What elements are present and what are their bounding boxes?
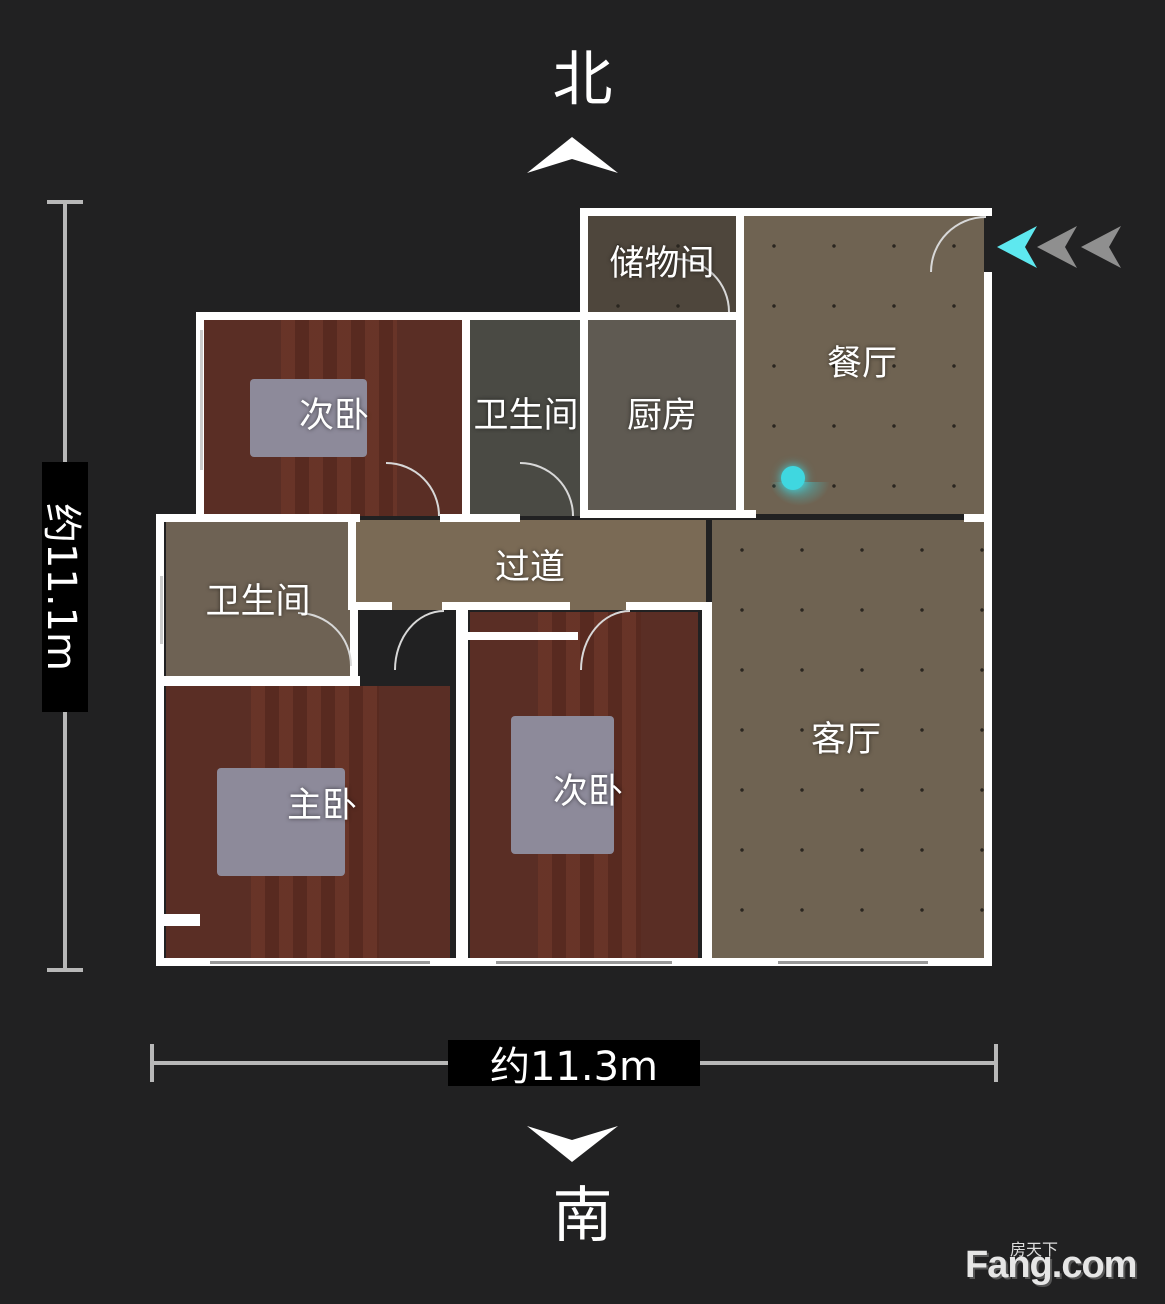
second-bedroom-south[interactable] xyxy=(470,612,698,958)
wall-west xyxy=(156,514,164,966)
width-dimension-label: 约11.3m xyxy=(448,1040,700,1090)
watermark-logo: Fang.com xyxy=(965,1244,1137,1286)
wall-bath-south xyxy=(156,676,360,686)
wall-bath-kitchen xyxy=(580,312,588,518)
window-bedroom-west xyxy=(200,330,203,470)
window-second-bed-south xyxy=(496,961,672,964)
living-room[interactable] xyxy=(712,520,984,958)
wall-corridor-south-a xyxy=(348,602,392,610)
north-label: 北 xyxy=(552,45,613,115)
wall-dining-west xyxy=(736,208,744,514)
door-master-bedroom[interactable] xyxy=(394,610,444,670)
label-bathroom-west: 卫生间 xyxy=(205,582,311,622)
south-label: 南 xyxy=(552,1181,613,1251)
width-dimension-line-left xyxy=(152,1061,448,1065)
label-master-bedroom: 主卧 xyxy=(286,786,358,826)
wall-second-bed-north xyxy=(468,632,578,640)
wall-dining-living-stub xyxy=(964,514,992,522)
watermark-site-cn: 房天下 xyxy=(1010,1240,1059,1259)
wall-bath-east xyxy=(348,514,356,610)
label-kitchen: 厨房 xyxy=(626,396,698,436)
wall-storage-kitchen xyxy=(588,312,738,320)
height-dimension-label: 约11.1m xyxy=(38,462,88,712)
wall-bed-bath xyxy=(462,312,470,520)
wall-second-bed-east xyxy=(702,602,712,966)
kitchen[interactable] xyxy=(588,320,736,510)
window-living-south xyxy=(778,961,928,964)
north-arrow-icon xyxy=(527,137,618,173)
label-living: 客厅 xyxy=(810,720,882,760)
storage-room[interactable] xyxy=(588,216,736,312)
width-dimension-cap-right xyxy=(994,1044,998,1082)
wall-bath-east-lower xyxy=(350,610,358,682)
dining-room[interactable] xyxy=(744,216,984,514)
label-storage: 储物间 xyxy=(609,244,715,284)
label-bathroom-north: 卫生间 xyxy=(473,396,579,436)
second-bedroom-north[interactable] xyxy=(204,320,462,516)
height-dimension-cap-bottom xyxy=(47,968,83,972)
south-arrow-icon xyxy=(527,1126,618,1162)
wall-master-stub xyxy=(164,914,200,926)
wall-north-middle xyxy=(196,312,588,320)
wall-north-top xyxy=(580,208,992,216)
master-bedroom[interactable] xyxy=(166,686,450,958)
camera-position-marker[interactable] xyxy=(781,466,805,490)
entrance-arrow-icon xyxy=(997,226,1121,268)
window-bathroom-west xyxy=(160,576,163,644)
wall-kitchen-south xyxy=(580,510,756,518)
window-master-south xyxy=(210,961,430,964)
label-second-bedroom-north: 次卧 xyxy=(298,396,370,436)
width-dimension-cap-left xyxy=(150,1044,154,1082)
wall-east xyxy=(984,272,992,966)
label-second-bedroom-south: 次卧 xyxy=(552,772,624,812)
width-dimension-line-right xyxy=(700,1061,996,1065)
label-hallway: 过道 xyxy=(494,548,566,588)
height-dimension-line-bottom xyxy=(63,712,67,970)
wall-master-east xyxy=(456,602,468,966)
hallway[interactable] xyxy=(356,520,706,610)
wall-corridor-south-c xyxy=(626,602,712,610)
wall-corridor-north-a xyxy=(440,514,520,522)
label-dining: 餐厅 xyxy=(826,344,898,384)
wall-storage-west xyxy=(580,208,588,324)
height-dimension-line-top xyxy=(63,202,67,462)
wall-bath-north xyxy=(156,514,360,522)
wall-corridor-south-b xyxy=(442,602,570,610)
height-dimension-cap-top xyxy=(47,200,83,204)
